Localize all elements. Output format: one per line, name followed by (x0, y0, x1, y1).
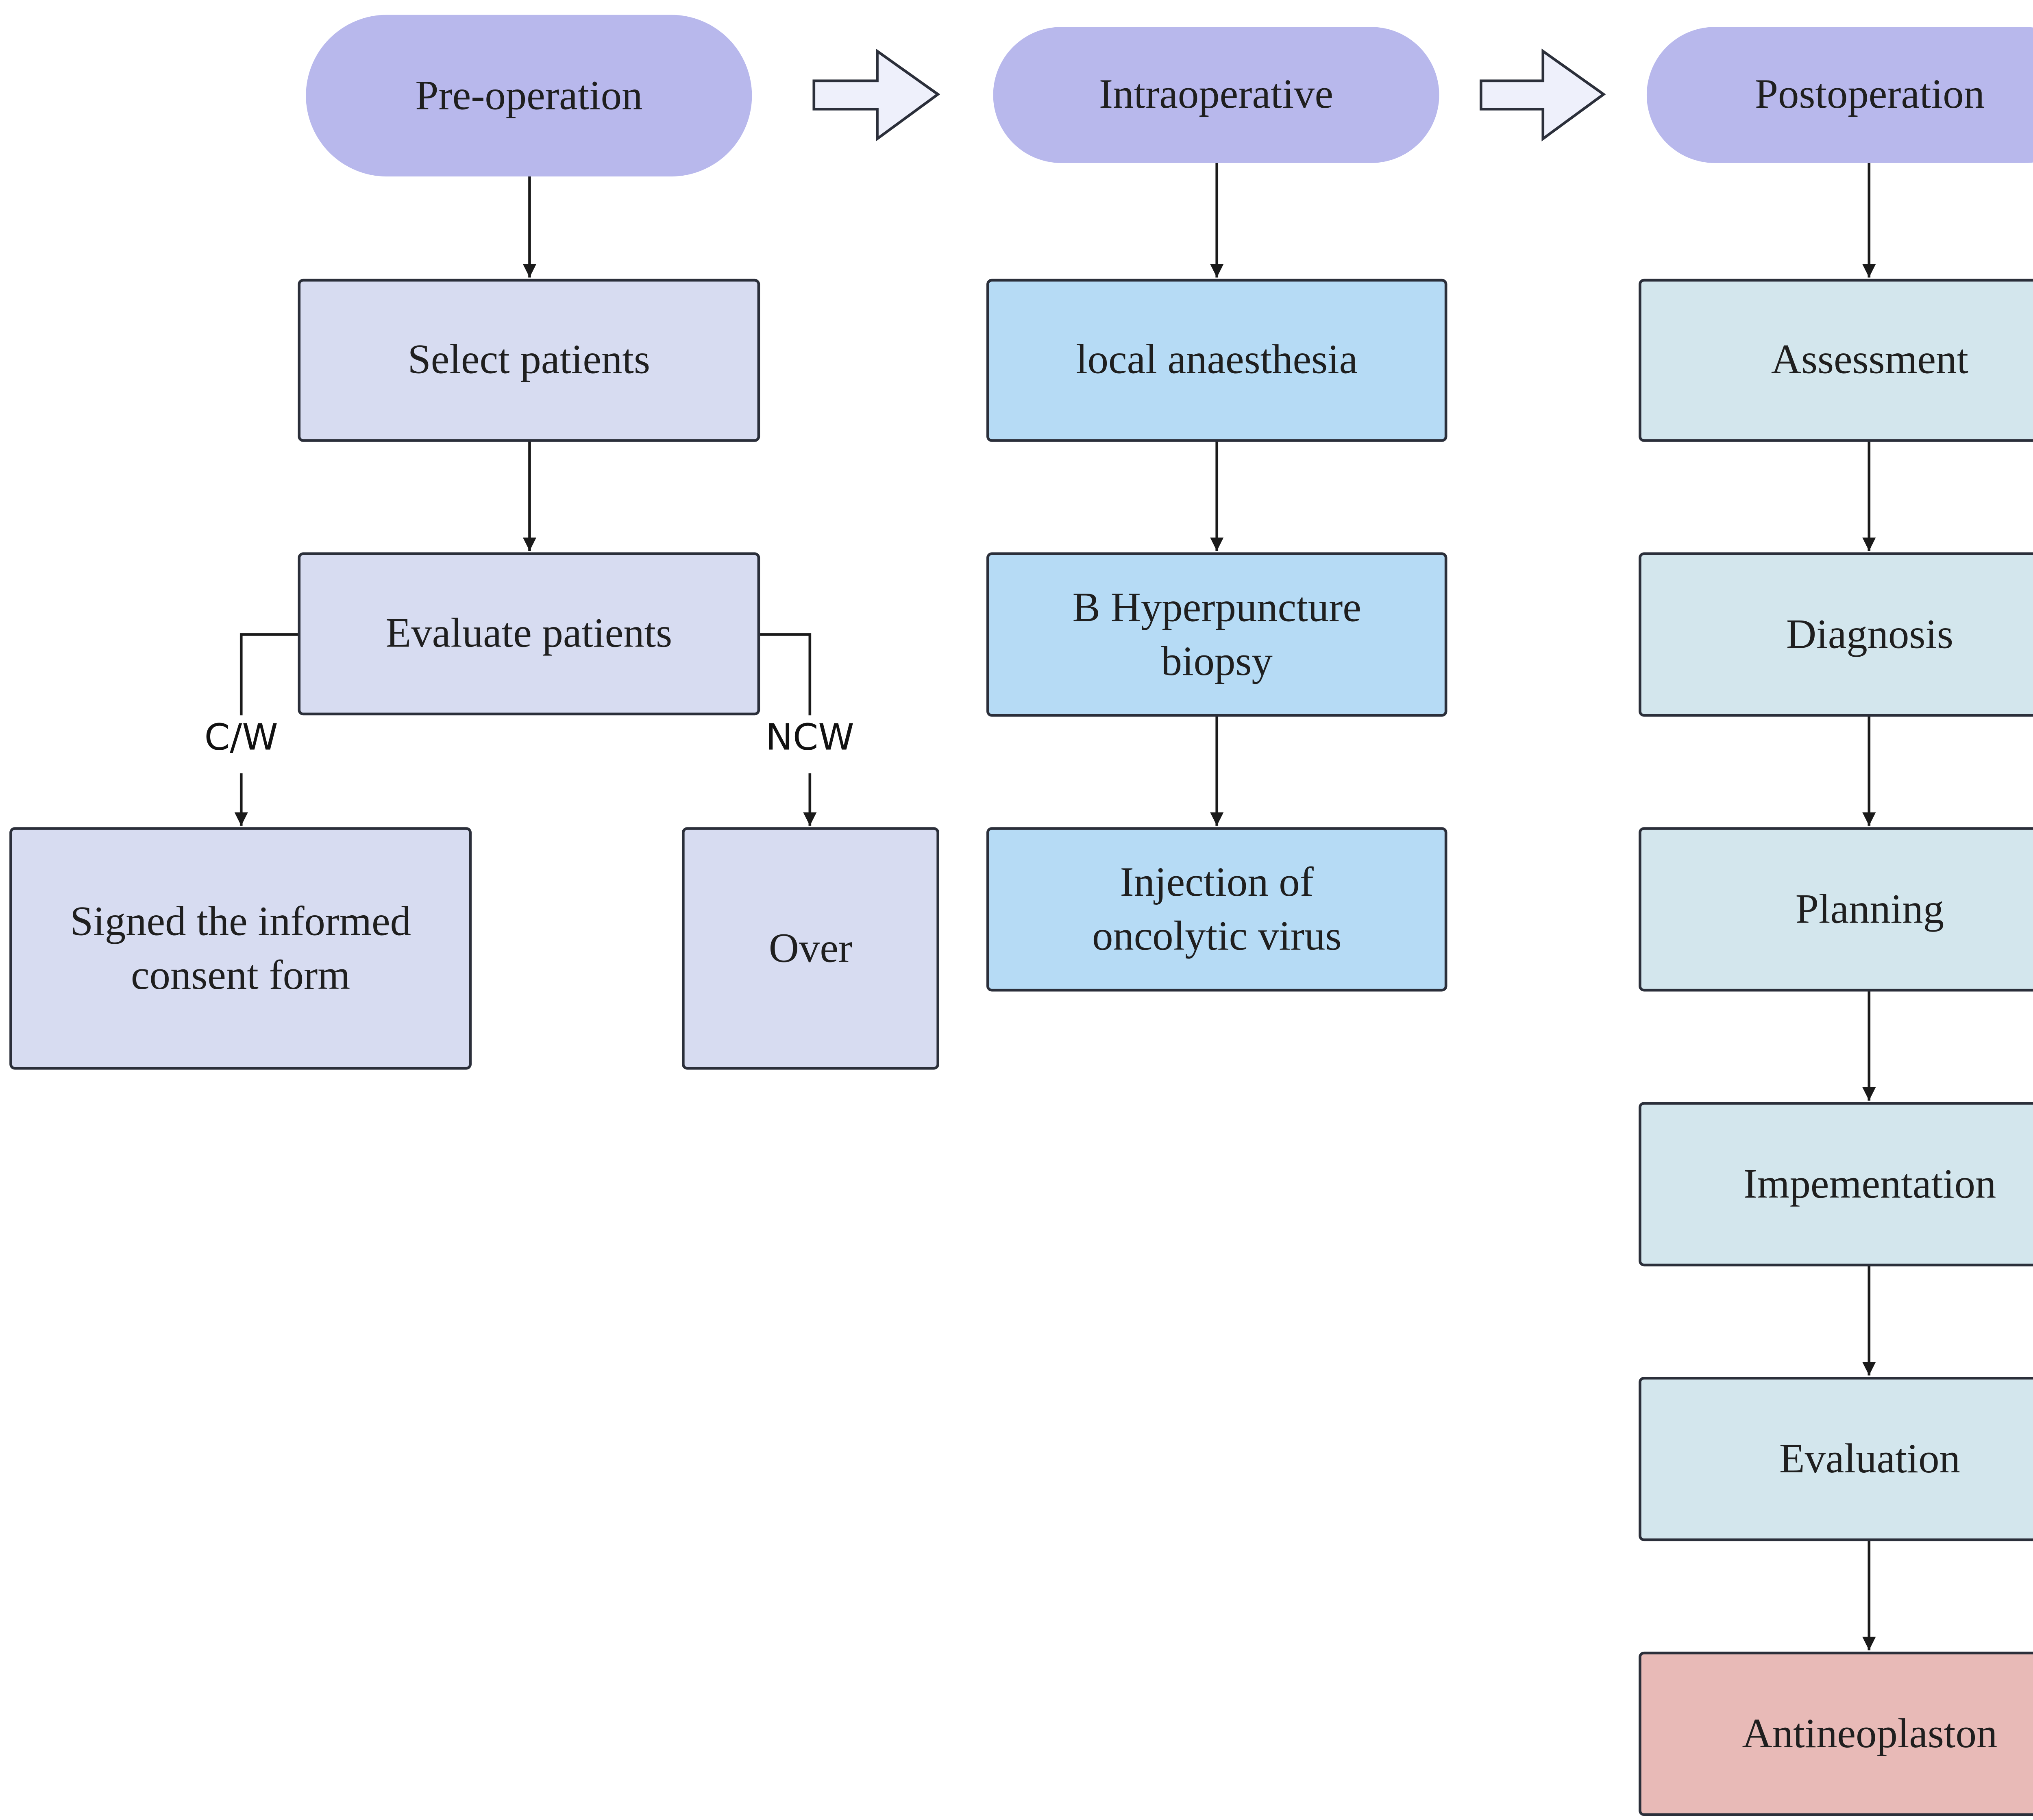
phase-intraoperative: Intraoperative (993, 27, 1439, 163)
step-signed-consent-label: Signed the informed consent form (70, 897, 411, 999)
branch-label-ncw: NCW (763, 717, 857, 759)
step-local-anaesthesia: local anaesthesia (986, 279, 1447, 442)
step-diagnosis: Diagnosis (1639, 552, 2033, 717)
step-evaluate-patients: Evaluate patients (298, 552, 760, 716)
step-b-hyperpuncture-biopsy-label: B Hyperpuncture biopsy (1072, 583, 1361, 685)
step-signed-consent: Signed the informed consent form (9, 827, 472, 1070)
step-assessment-label: Assessment (1771, 336, 1969, 383)
step-local-anaesthesia-label: local anaesthesia (1076, 336, 1358, 383)
step-antineoplaston-label: Antineoplaston (1742, 1709, 1998, 1757)
phase-arrow-pre-to-intra (812, 48, 940, 142)
phase-intraoperative-label: Intraoperative (1099, 70, 1334, 118)
step-b-hyperpuncture-biopsy: B Hyperpuncture biopsy (986, 552, 1447, 717)
step-assessment: Assessment (1639, 279, 2033, 442)
step-implementation: Impementation (1639, 1102, 2033, 1267)
step-select-patients: Select patients (298, 279, 760, 442)
phase-postoperation: Postoperation (1646, 27, 2033, 163)
step-over-label: Over (768, 924, 853, 971)
phase-pre-operation-label: Pre-operation (415, 71, 643, 119)
step-evaluation-label: Evaluation (1779, 1434, 1960, 1482)
step-antineoplaston: Antineoplaston (1639, 1651, 2033, 1816)
step-implementation-label: Impementation (1743, 1160, 1996, 1207)
step-diagnosis-label: Diagnosis (1786, 610, 1953, 657)
phase-pre-operation: Pre-operation (306, 15, 752, 177)
step-injection-oncolytic-virus-label: Injection of oncolytic virus (1092, 858, 1342, 959)
step-injection-oncolytic-virus: Injection of oncolytic virus (986, 827, 1447, 992)
step-planning-label: Planning (1795, 885, 1944, 932)
arrow-evaluate-to-over (760, 633, 812, 716)
phase-postoperation-label: Postoperation (1754, 70, 1985, 118)
step-over: Over (681, 827, 939, 1070)
branch-label-cw: C/W (202, 717, 281, 759)
step-evaluate-patients-label: Evaluate patients (385, 609, 673, 657)
phase-arrow-intra-to-post (1479, 48, 1606, 142)
step-select-patients-label: Select patients (407, 336, 650, 383)
arrow-evaluate-to-consent (239, 633, 298, 716)
step-evaluation: Evaluation (1639, 1376, 2033, 1541)
step-planning: Planning (1639, 827, 2033, 992)
